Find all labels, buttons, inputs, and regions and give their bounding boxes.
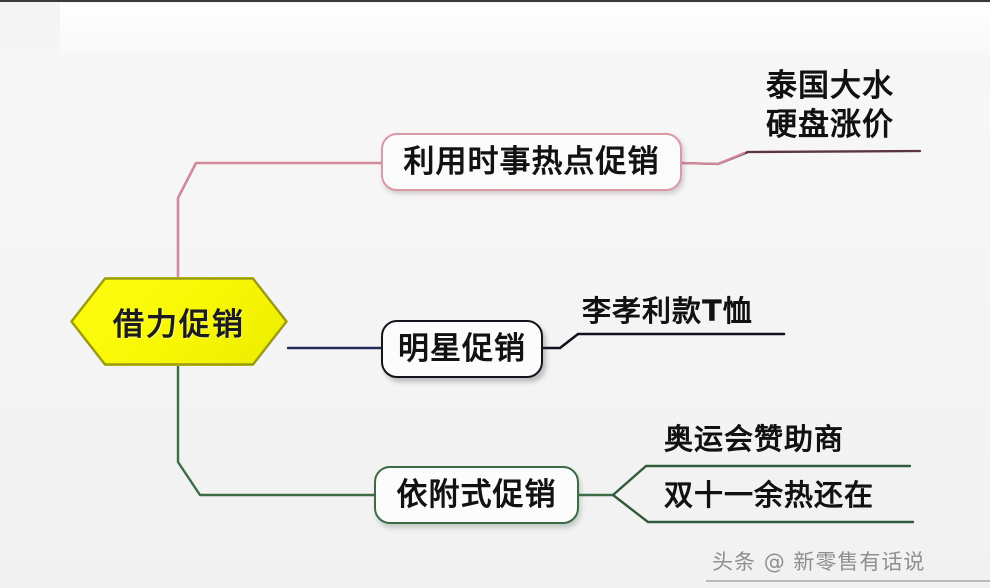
leaf-celebrity-tshirt: 李孝利款T恤 [582, 296, 753, 326]
leaf-thai-flood-line2: 硬盘涨价 [766, 106, 894, 143]
leaf-thai-flood-line1: 泰国大水 [766, 68, 894, 104]
center-node-label: 借力促销 [113, 307, 245, 343]
connector-hotspot-to-thai-tint [680, 151, 746, 166]
leaf-olympic-sponsor-label: 奥运会赞助商 [664, 422, 845, 456]
connector-hotspot-to-thai [680, 149, 922, 166]
leaf-celebrity-tshirt-label: 李孝利款T恤 [582, 294, 753, 328]
watermark-account: 新零售有话说 [793, 550, 926, 574]
connector-center-to-attach [176, 364, 376, 497]
watermark-platform: 头条 [712, 550, 756, 574]
bottom-divider [706, 580, 990, 582]
branch-node-attach-label: 依附式促销 [396, 476, 557, 513]
connector-star-to-tshirt [541, 332, 786, 350]
leaf-olympic-sponsor: 奥运会赞助商 [664, 424, 844, 454]
branch-node-hotspot[interactable]: 利用时事热点促销 [381, 133, 682, 191]
leaf-thai-flood: 泰国大水 硬盘涨价 [766, 70, 894, 141]
center-node-hexagon-fill [70, 277, 288, 366]
leaf-double-eleven-label: 双十一余热还在 [664, 478, 875, 512]
branch-node-star-label: 明星促销 [398, 330, 526, 367]
center-node-hexagon-outline [70, 277, 288, 366]
leaf-double-eleven: 双十一余热还在 [664, 480, 874, 510]
at-symbol-icon: @ [763, 550, 786, 574]
connector-center-to-hotspot [176, 161, 383, 279]
watermark: 头条 @ 新零售有话说 [712, 546, 925, 576]
connector-fork-to-double11 [611, 493, 915, 524]
branch-node-star[interactable]: 明星促销 [381, 320, 543, 378]
branch-node-hotspot-label: 利用时事热点促销 [403, 143, 660, 180]
center-node[interactable]: 借力促销 [70, 277, 288, 366]
connector-fork-to-olympic [611, 464, 912, 497]
branch-node-attach[interactable]: 依附式促销 [374, 466, 579, 524]
